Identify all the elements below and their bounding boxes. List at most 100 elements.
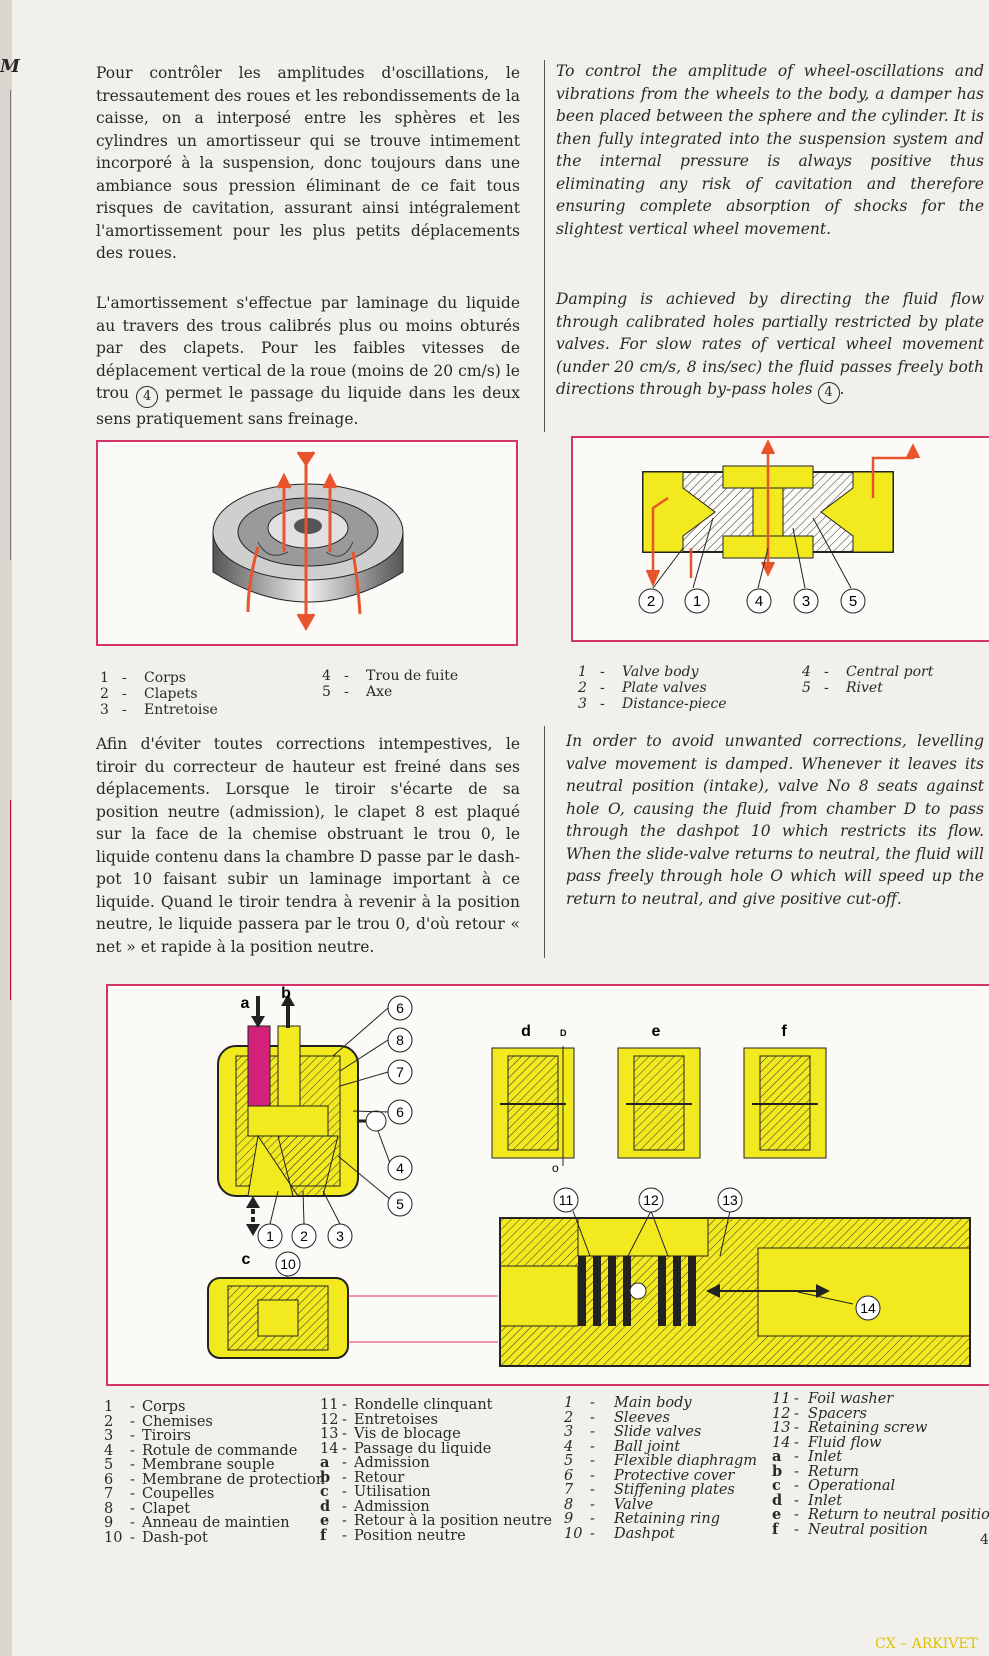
corner-mark: M bbox=[0, 56, 20, 77]
legend-label: Passage du liquide bbox=[354, 1440, 492, 1457]
callout-1: 1 bbox=[693, 593, 701, 610]
legend-label: Entretoises bbox=[354, 1411, 438, 1428]
en-paragraph-1: To control the amplitude of wheel-oscill… bbox=[556, 62, 984, 238]
height-corrector-diagram: a b c d e f D o 6 8 7 6 4 5 bbox=[207, 985, 971, 1367]
label-a: a bbox=[241, 995, 250, 1012]
legend-label: Inlet bbox=[808, 1449, 843, 1465]
legend-num: 3 bbox=[564, 1424, 574, 1440]
fr-paragraph-1: Pour contrôler les amplitudes d'oscillat… bbox=[96, 64, 520, 262]
legend-num: 1 bbox=[104, 1399, 114, 1415]
valve-view-d bbox=[491, 1046, 575, 1166]
legend-row: 2-Clapets bbox=[100, 686, 198, 702]
label-b: b bbox=[281, 986, 291, 1002]
legend-num: 11 bbox=[320, 1397, 339, 1413]
fig2-legend-col1: 1-Valve body 2-Plate valves 3-Distance-p… bbox=[578, 664, 727, 712]
legend-label: Sleeves bbox=[614, 1409, 670, 1426]
legend-label: Stiffening plates bbox=[614, 1482, 735, 1498]
legend-num: 9 bbox=[104, 1515, 114, 1531]
legend-num: c bbox=[772, 1477, 781, 1494]
legend-row: 3-Tiroirs bbox=[104, 1428, 191, 1444]
legend-row: 11-Foil washer bbox=[772, 1391, 894, 1407]
en-paragraph-2-text-b: . bbox=[839, 380, 845, 398]
legend-num: 10 bbox=[564, 1525, 583, 1542]
legend-num: 5 bbox=[104, 1457, 114, 1473]
legend-row: 6-Membrane de protection bbox=[104, 1471, 326, 1488]
legend-label: Foil washer bbox=[808, 1391, 894, 1407]
legend-label: Protective cover bbox=[614, 1467, 735, 1484]
legend-row: b-Retour bbox=[320, 1468, 405, 1486]
legend-row: b-Return bbox=[772, 1462, 859, 1480]
callout-5: 5 bbox=[849, 593, 857, 610]
legend-num: d bbox=[772, 1491, 783, 1509]
valve-view-f bbox=[743, 1047, 827, 1159]
legend-row: 2-Sleeves bbox=[564, 1409, 670, 1426]
legend-label: Vis de blocage bbox=[354, 1426, 461, 1442]
callout-7: 7 bbox=[396, 1064, 404, 1080]
legend-num: 1 bbox=[100, 670, 109, 686]
legend-label: Valve body bbox=[622, 664, 699, 680]
fr-paragraph-2-text-b: permet le passage du liquide dans les de… bbox=[96, 384, 520, 428]
figure-height-corrector: a b c d e f D o 6 8 7 6 4 5 bbox=[106, 984, 989, 1386]
legend-num: 10 bbox=[104, 1529, 123, 1546]
callout-6: 6 bbox=[396, 1000, 404, 1016]
legend-row: c-Utilisation bbox=[320, 1483, 431, 1500]
legend-label: Central port bbox=[846, 664, 934, 680]
legend-label: Main body bbox=[614, 1395, 692, 1411]
edge-rule bbox=[10, 90, 11, 560]
label-d: d bbox=[521, 1023, 531, 1040]
legend-label: Ball joint bbox=[614, 1438, 681, 1455]
legend-num: 4 bbox=[104, 1442, 114, 1459]
legend-num: 13 bbox=[320, 1426, 339, 1442]
legend-label: Position neutre bbox=[354, 1527, 466, 1544]
edge-rule-red bbox=[10, 800, 11, 1000]
callout-12: 12 bbox=[643, 1192, 659, 1208]
legend-label: Rivet bbox=[846, 680, 883, 696]
legend-label: Return to neutral position bbox=[808, 1507, 989, 1523]
label-c: c bbox=[242, 1251, 251, 1268]
legend-num: 5 bbox=[322, 684, 331, 700]
callout-2: 2 bbox=[647, 593, 655, 610]
legend-num: c bbox=[320, 1483, 329, 1500]
legend-row: f-Position neutre bbox=[320, 1526, 466, 1544]
legend-num: 12 bbox=[320, 1411, 339, 1428]
legend-row: 1-Corps bbox=[104, 1399, 186, 1415]
callout-circle bbox=[793, 588, 819, 614]
legend-label: Membrane de protection bbox=[142, 1471, 326, 1488]
legend-label: Retour à la position neutre bbox=[354, 1513, 552, 1529]
callout-circle: 4 bbox=[817, 382, 840, 404]
legend-row: 7-Coupelles bbox=[104, 1486, 215, 1502]
fr-paragraph-2: L'amortissement s'effectue par laminage … bbox=[96, 292, 520, 431]
legend-label: Flexible diaphragm bbox=[614, 1453, 757, 1469]
label-e: e bbox=[652, 1023, 661, 1040]
callout-4: 4 bbox=[755, 593, 763, 610]
legend-label: Trou de fuite bbox=[366, 668, 459, 684]
legend-label: Valve bbox=[614, 1496, 654, 1513]
fr-paragraph-3: Afin d'éviter toutes corrections intempe… bbox=[96, 735, 520, 956]
callout-6b: 6 bbox=[396, 1104, 404, 1120]
legend-row: a-Admission bbox=[320, 1454, 430, 1471]
legend-label: Clapet bbox=[142, 1500, 191, 1517]
legend-row: 14-Passage du liquide bbox=[320, 1440, 492, 1457]
legend-row: 11-Rondelle clinquant bbox=[320, 1397, 493, 1413]
legend-row: 13-Vis de blocage bbox=[320, 1426, 461, 1442]
legend-row: 6-Protective cover bbox=[564, 1467, 735, 1484]
legend-row: d-Admission bbox=[320, 1497, 430, 1515]
legend-num: 5 bbox=[564, 1453, 574, 1469]
legend-num: e bbox=[320, 1512, 330, 1529]
legend-label: Retour bbox=[354, 1469, 405, 1486]
legend-label: Distance-piece bbox=[622, 696, 727, 712]
legend-label: Entretoise bbox=[144, 702, 218, 718]
legend-row: 5-Rivet bbox=[802, 680, 883, 696]
legend-row: 4-Central port bbox=[802, 664, 934, 680]
callout-8: 8 bbox=[396, 1032, 404, 1048]
label-D: D bbox=[560, 1028, 567, 1038]
legend-label: Retaining screw bbox=[808, 1420, 928, 1436]
callout-10: 10 bbox=[280, 1256, 296, 1272]
legend-row: 4-Trou de fuite bbox=[322, 668, 459, 684]
legend-num: 11 bbox=[772, 1391, 791, 1407]
legend-label: Chemises bbox=[142, 1413, 213, 1430]
fig2-legend-col2: 4-Central port 5-Rivet bbox=[802, 664, 933, 696]
legend-row: 3-Entretoise bbox=[100, 702, 218, 718]
legend-num: 2 bbox=[564, 1409, 574, 1426]
legend-num: 14 bbox=[772, 1434, 791, 1451]
